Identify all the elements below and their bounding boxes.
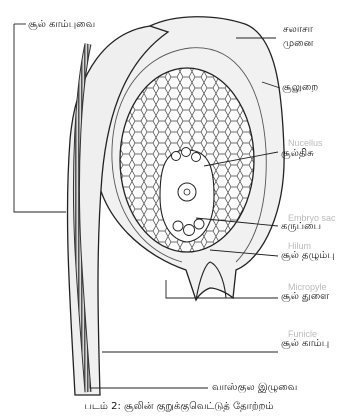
label-funiculus-top: சூல் காம்புவை: [28, 19, 95, 30]
label-chalazal-end-line2: முனை: [283, 38, 313, 49]
label-integument: சூலுறை: [282, 82, 318, 93]
label-vascular-strand: வாஸ்குல இழுவை: [212, 382, 297, 393]
label-embryo-sac: கருப்பை: [281, 221, 321, 232]
label-funicle: சூல் காம்பு: [281, 338, 329, 349]
label-nucellus: சூல்திசு: [281, 148, 314, 159]
label-hilum: சூல் தழும்பு: [281, 250, 335, 261]
faint-label-nucellus: Nucellus: [288, 138, 323, 148]
figure-caption: படம் 2: சூலின் குறுக்குவெட்டுத் தோற்றம்: [0, 401, 358, 413]
label-micropyle: சூல் துளை: [281, 291, 329, 302]
label-chalazal-end-line1: சலாசா: [283, 24, 313, 35]
